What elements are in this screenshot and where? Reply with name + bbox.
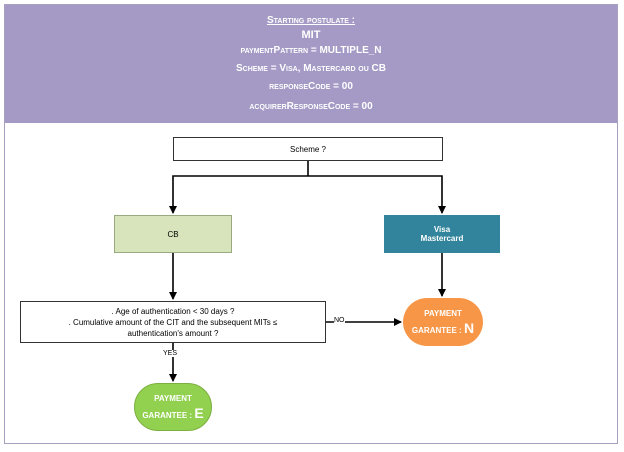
edge-scheme-to-visa	[308, 175, 446, 214]
cb-label: CB	[167, 229, 179, 239]
edge-label-yes: YES	[163, 350, 178, 357]
authentication-condition-node: . Age of authentication < 30 days ? . Cu…	[20, 301, 326, 343]
edge-scheme-to-cb	[169, 175, 308, 214]
edge-label-no: NO	[334, 317, 345, 324]
visa-label: Visa	[433, 225, 451, 234]
postulate-header: Starting postulate : MIT paymentPattern …	[5, 5, 617, 123]
scheme-decision-node: Scheme ?	[173, 137, 443, 161]
pay-e-garantee: GARANTEE : E	[142, 406, 203, 423]
pay-n-letter: N	[463, 319, 475, 336]
payment-garantee-n-node: PAYMENT GARANTEE : N	[403, 298, 483, 346]
header-mit: MIT	[301, 29, 321, 41]
payment-garantee-e-node: PAYMENT GARANTEE : E	[134, 383, 212, 431]
pay-n-garantee-label: GARANTEE :	[411, 325, 462, 335]
header-scheme: Scheme = Visa, Mastercard ou CB	[235, 63, 387, 74]
condition-amount: authentication's amount ?	[127, 328, 219, 338]
pay-e-garantee-label: GARANTEE :	[142, 410, 193, 420]
header-response-code: responseCode = 00	[269, 81, 353, 92]
pay-n-garantee: GARANTEE : N	[412, 321, 474, 338]
condition-age: . Age of authentication < 30 days ?	[111, 306, 235, 316]
visa-mastercard-node: Visa Mastercard	[384, 215, 500, 253]
header-payment-pattern: paymentPattern = MULTIPLE_N	[240, 45, 382, 56]
pay-e-title: PAYMENT	[154, 393, 192, 403]
header-title: Starting postulate :	[266, 15, 355, 26]
diagram-frame	[4, 4, 618, 444]
pay-e-letter: E	[194, 404, 204, 421]
condition-cumulative: . Cumulative amount of the CIT and the s…	[68, 317, 278, 327]
scheme-label: Scheme ?	[289, 144, 327, 154]
pay-n-title: PAYMENT	[424, 308, 462, 318]
mastercard-label: Mastercard	[420, 234, 464, 243]
header-acquirer-response-code: acquirerResponseCode = 00	[249, 101, 373, 112]
cb-node: CB	[114, 215, 232, 253]
